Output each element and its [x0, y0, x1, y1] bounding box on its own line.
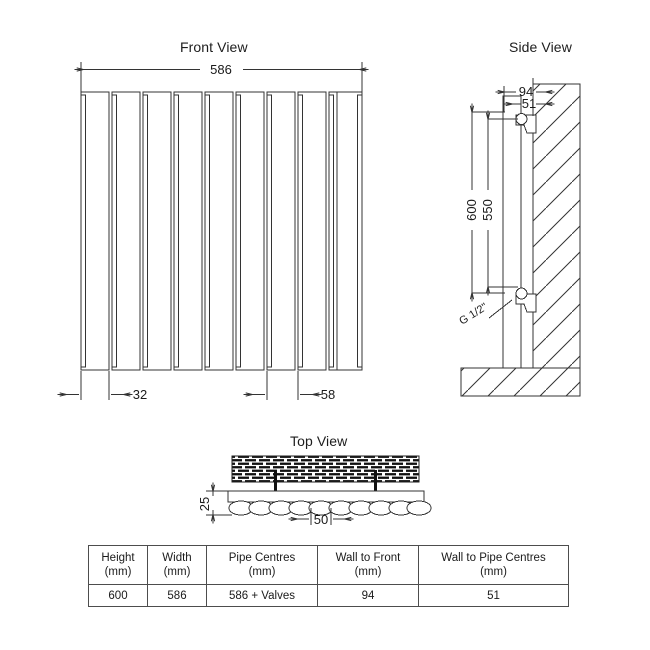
top-tube-pitch-dimension-label: 50 [314, 512, 328, 527]
table-cell-pipe-centres: 586 + Valves [206, 584, 318, 607]
table-header-width: Width (mm) [147, 545, 207, 585]
table-row: 600 586 586 + Valves 94 51 [88, 584, 569, 607]
front-panel-width-dimension-label: 32 [133, 387, 147, 402]
table-cell-width: 586 [147, 584, 207, 607]
table-cell-wall-to-pipe-centres: 51 [418, 584, 569, 607]
specification-table: Height (mm) Width (mm) Pipe Centres (mm)… [88, 545, 569, 607]
top-view-geometry [227, 455, 432, 516]
table-header-width-unit: (mm) [163, 566, 191, 578]
table-header-height-unit: (mm) [104, 566, 132, 578]
side-pipe-centres-dimension-label: 550 [480, 199, 495, 221]
table-header-height: Height (mm) [88, 545, 148, 585]
table-header-width-name: Width [162, 552, 192, 564]
front-view-width-dimension [81, 62, 362, 93]
table-header-wall-to-front-unit: (mm) [354, 566, 382, 578]
side-view-geometry [460, 83, 581, 397]
side-view-connection-leader [488, 299, 513, 319]
table-header-wall-to-pipe-centres-name: Wall to Pipe Centres [441, 552, 546, 564]
table-header-pipe-centres-unit: (mm) [248, 566, 276, 578]
top-depth-dimension-label: 25 [197, 497, 212, 511]
top-view-depth-dimension [206, 491, 232, 515]
side-connection-size-label: G 1/2" [457, 301, 490, 328]
front-width-dimension-label: 586 [210, 62, 232, 77]
table-header-wall-to-pipe-centres: Wall to Pipe Centres (mm) [418, 545, 569, 585]
top-view-title: Top View [290, 433, 348, 449]
table-header-pipe-centres-name: Pipe Centres [228, 552, 296, 564]
side-view-title: Side View [509, 39, 572, 55]
front-view-bottom-dimensions [66, 371, 313, 400]
front-view-title: Front View [180, 39, 248, 55]
table-header-pipe-centres: Pipe Centres (mm) [206, 545, 318, 585]
table-header-row: Height (mm) Width (mm) Pipe Centres (mm)… [88, 545, 569, 585]
table-cell-height: 600 [88, 584, 148, 607]
side-height-dimension-label: 600 [464, 199, 479, 221]
side-wall-to-front-dimension-label: 94 [519, 84, 533, 99]
side-view-vertical-dimensions [472, 112, 518, 293]
table-header-height-name: Height [101, 552, 135, 564]
table-header-wall-to-front-name: Wall to Front [335, 552, 401, 564]
side-view-horizontal-dimensions [504, 78, 546, 116]
side-wall-to-pipe-centres-dimension-label: 51 [522, 96, 536, 111]
front-view-panels [80, 91, 363, 371]
table-cell-wall-to-front: 94 [317, 584, 419, 607]
table-header-wall-to-pipe-centres-unit: (mm) [480, 566, 507, 578]
top-view-pitch-dimension [297, 508, 345, 525]
table-header-wall-to-front: Wall to Front (mm) [317, 545, 419, 585]
front-panel-pitch-dimension-label: 58 [321, 387, 335, 402]
